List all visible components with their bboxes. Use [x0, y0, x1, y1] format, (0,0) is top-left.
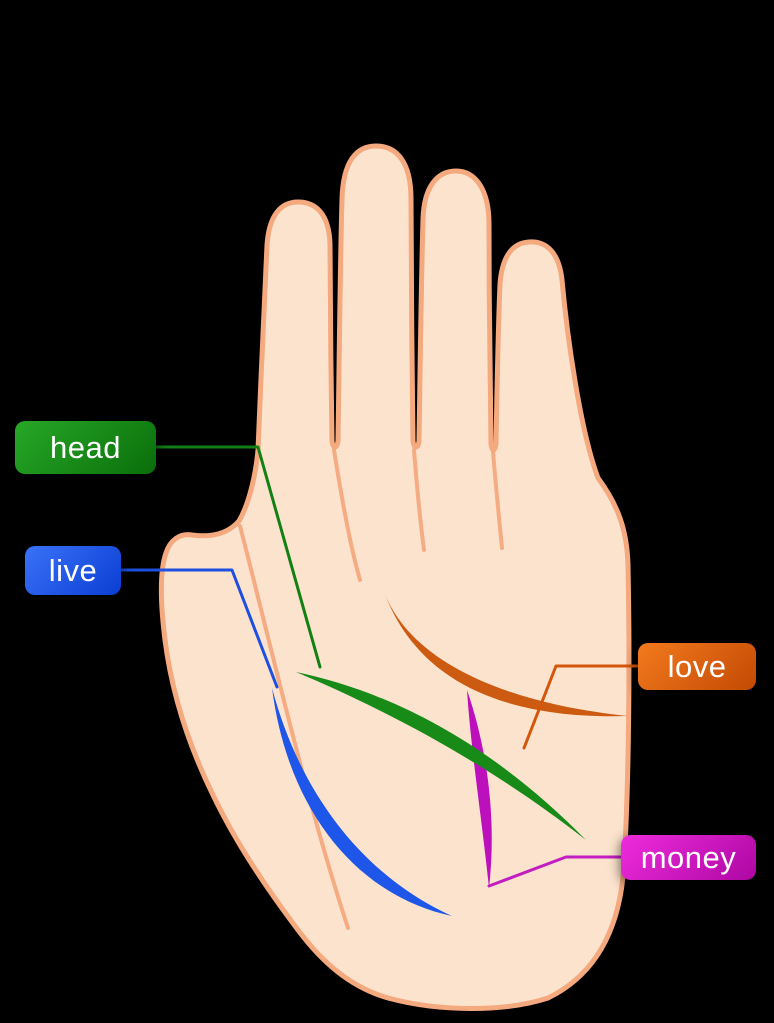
hand-outline	[158, 143, 632, 1011]
love-label: love	[638, 643, 756, 690]
head-leader-line	[154, 445, 322, 669]
life-line	[272, 688, 452, 916]
money-line	[467, 690, 492, 888]
love-leader-line	[522, 664, 640, 750]
finger-crease	[491, 450, 504, 550]
finger-crease	[332, 448, 362, 582]
money-leader-line	[487, 855, 623, 888]
live-label: live	[25, 546, 121, 595]
live-leader-line	[119, 568, 279, 689]
money-label: money	[621, 835, 756, 880]
finger-crease	[412, 448, 426, 552]
thumb-crease	[238, 524, 350, 930]
heart-line	[382, 586, 628, 717]
head-label: head	[15, 421, 156, 474]
